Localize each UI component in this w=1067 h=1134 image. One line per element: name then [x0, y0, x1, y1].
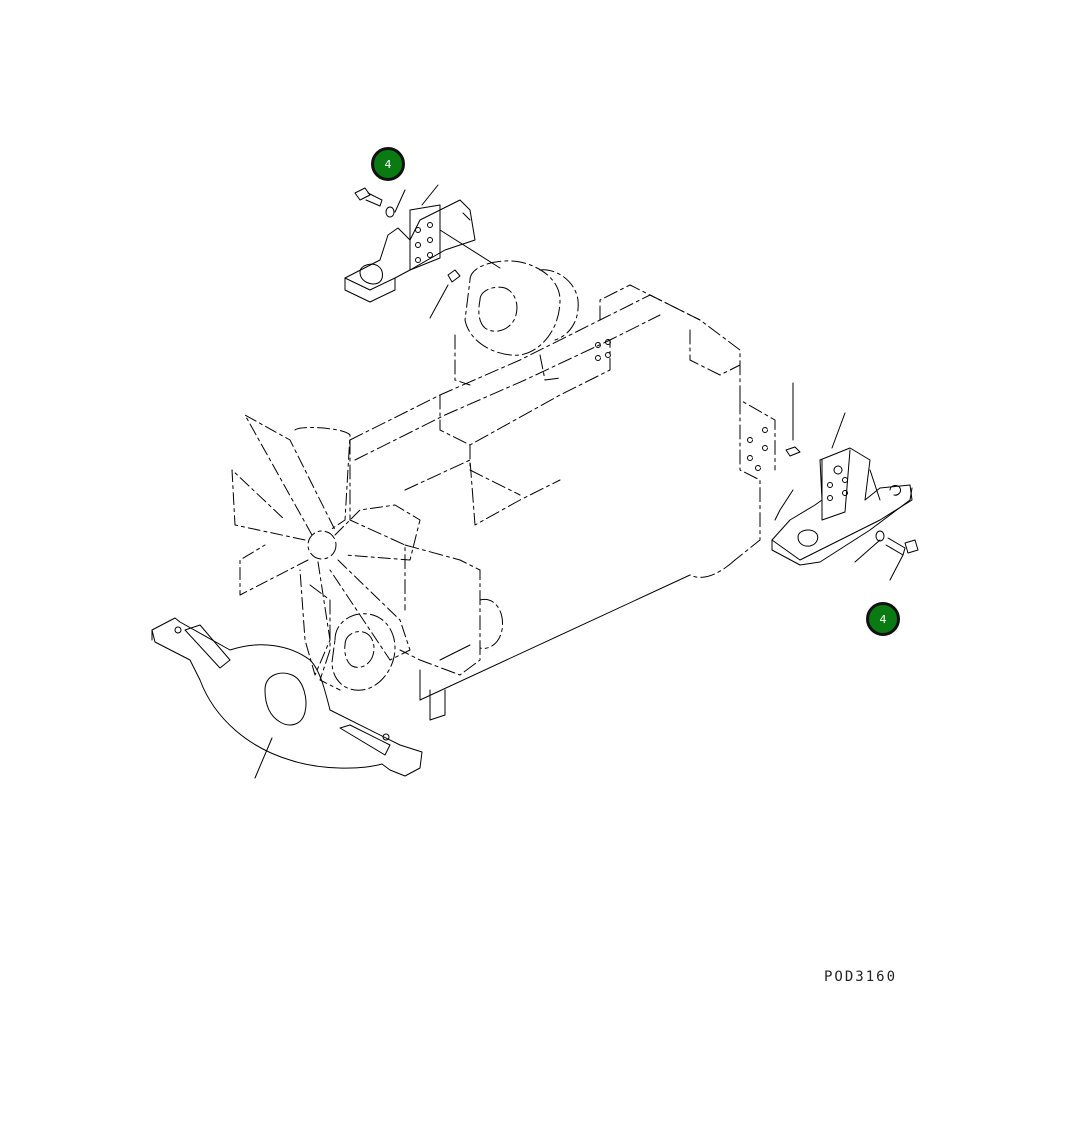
engine-block-outline [309, 260, 776, 691]
rear-right-bracket [771, 382, 919, 581]
rear-left-bracket [344, 184, 501, 319]
callout-marker-right[interactable]: 4 [866, 602, 900, 636]
callout-marker-top-left[interactable]: 4 [371, 147, 405, 181]
front-mounting-plate [151, 617, 423, 779]
callout-label: 4 [384, 157, 392, 171]
cooling-fan-outline [231, 414, 421, 676]
drawing-code: POD3160 [824, 969, 898, 985]
callout-label: 4 [879, 612, 887, 626]
frame-lines [419, 574, 691, 721]
